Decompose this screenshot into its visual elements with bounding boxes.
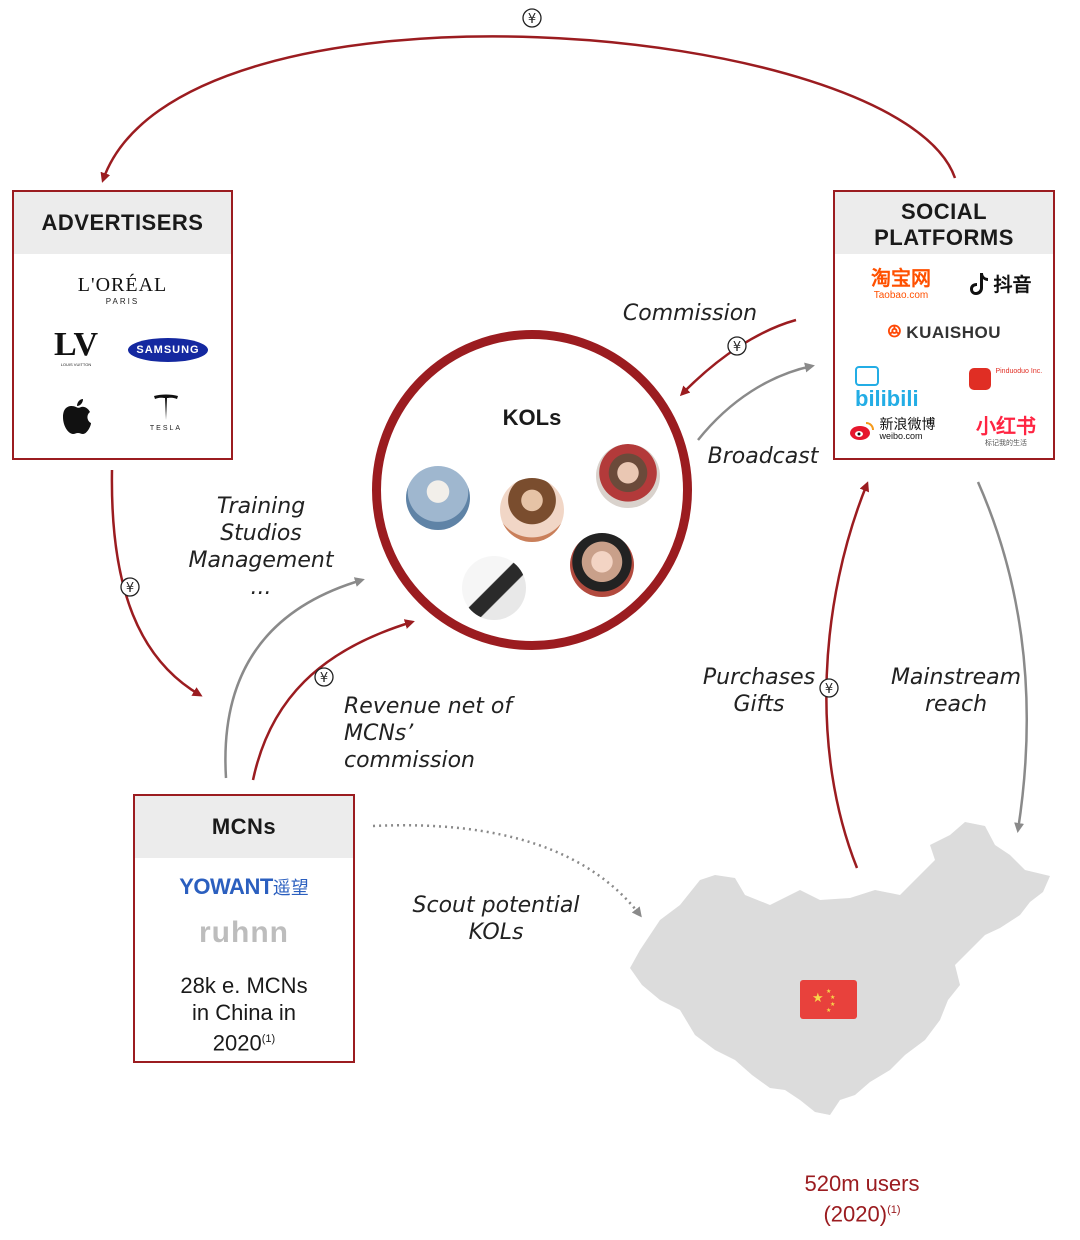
- training-label: Training Studios Management ...: [188, 494, 334, 600]
- svg-text:★: ★: [826, 1007, 831, 1014]
- advertisers-box: ADVERTISERS L'ORÉAL PARIS LV LOUIS VUITT…: [12, 190, 233, 460]
- xiaohongshu-logo: 小红书 标记我的生活: [976, 416, 1036, 447]
- svg-text:¥: ¥: [733, 340, 741, 355]
- broadcast-label: Broadcast: [707, 444, 819, 469]
- svg-text:¥: ¥: [528, 12, 536, 27]
- arrow-broadcast: [697, 362, 815, 441]
- advertisers-title: ADVERTISERS: [14, 192, 231, 254]
- svg-text:¥: ¥: [126, 581, 134, 596]
- pinduoduo-logo: Pinduoduo Inc.: [969, 368, 1045, 390]
- kol-avatar: [500, 478, 564, 542]
- tesla-logo: TESLA: [138, 392, 194, 432]
- samsung-logo: SAMSUNG: [128, 338, 208, 362]
- mcns-title: MCNs: [135, 796, 353, 858]
- svg-text:★: ★: [826, 988, 831, 995]
- ruhnn-logo: ruhnn: [199, 916, 289, 949]
- svg-text:★: ★: [830, 994, 835, 1001]
- revenue-label: Revenue net of MCNs’ commission: [344, 694, 513, 773]
- svg-text:★: ★: [812, 991, 824, 1006]
- mainstream-label: Mainstream reach: [890, 665, 1022, 717]
- yen-badge: ¥: [120, 577, 140, 597]
- yowant-logo: YOWANT遥望: [179, 874, 309, 899]
- weibo-logo: 新浪微博 weibo.com: [849, 417, 953, 442]
- yen-badge: ¥: [314, 667, 334, 687]
- kol-avatar: [596, 444, 660, 508]
- loreal-logo: L'ORÉAL PARIS: [77, 274, 168, 306]
- douyin-logo: 抖音: [969, 270, 1045, 297]
- arrow-mcns-to-kols-grey: [224, 577, 365, 779]
- arrow-mcns-to-kols-red: [251, 619, 415, 781]
- mcns-box: MCNs YOWANT遥望 ruhnn 28k e. MCNs in China…: [133, 794, 355, 1063]
- purchases-label: Purchases Gifts: [702, 665, 816, 717]
- apple-logo-icon: [58, 397, 94, 435]
- yen-badge: ¥: [727, 336, 747, 356]
- yen-badge: ¥: [819, 678, 839, 698]
- louis-vuitton-logo: LV LOUIS VUITTON: [53, 326, 99, 368]
- social-platforms-title: SOCIAL PLATFORMS: [835, 192, 1053, 254]
- arrow-social-to-advertisers: [100, 35, 957, 183]
- kuaishou-logo: ꔮ KUAISHOU: [887, 322, 1001, 343]
- yen-badge: ¥: [522, 8, 542, 28]
- svg-text:¥: ¥: [320, 671, 328, 686]
- kol-avatar: [406, 466, 470, 530]
- svg-text:¥: ¥: [825, 682, 833, 697]
- taobao-logo: 淘宝网 Taobao.com: [871, 268, 931, 301]
- kols-title: KOLs: [502, 405, 562, 430]
- social-platforms-box: SOCIAL PLATFORMS 淘宝网 Taobao.com 抖音 ꔮ KUA…: [833, 190, 1055, 460]
- scout-label: Scout potential KOLs: [412, 893, 580, 945]
- arrow-purchases: [825, 481, 870, 869]
- users-stat: 520m users (2020)(1): [804, 1171, 920, 1227]
- svg-text:★: ★: [830, 1001, 835, 1008]
- bilibili-logo: bilibili: [855, 366, 945, 412]
- kol-avatar: [570, 533, 634, 597]
- mcns-stat: 28k e. MCNs in China in 2020(1): [180, 973, 308, 1056]
- arrow-mainstream: [976, 481, 1028, 833]
- commission-label: Commission: [622, 301, 758, 326]
- arrow-advertisers-to-mcns: [110, 469, 203, 697]
- kol-avatar: [462, 556, 526, 620]
